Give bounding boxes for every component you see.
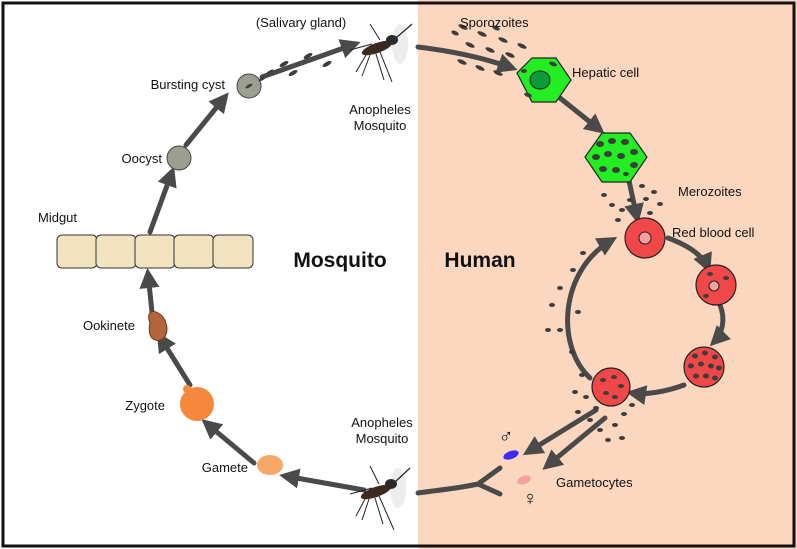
anopheles-top-label: Anopheles [349, 102, 411, 117]
arrow-rupture-to-rbc-loop [565, 236, 618, 381]
zygote [180, 387, 214, 421]
arrow-zygote-to-ookinete [156, 331, 193, 388]
mosquito-section-title: Mosquito [293, 249, 386, 272]
oocyst [166, 145, 192, 171]
ookinete-label: Ookinete [83, 318, 135, 333]
cyst-sporozoites [245, 52, 332, 89]
arrow-ookinete-to-midgut [139, 268, 160, 315]
ookinete [148, 310, 168, 342]
gametocytes-label: Gametocytes [556, 475, 633, 490]
gamete [257, 455, 283, 475]
arrow-gamete-to-zygote [201, 419, 257, 466]
rbc-rupturing-merozoites [600, 375, 624, 399]
arrow-trophozoite-to-rupture [626, 382, 687, 406]
human-cycle-arrows [415, 44, 731, 497]
midgut [56, 234, 254, 269]
mosquito-cycle-arrows [139, 39, 367, 493]
rbc-trophozoite [708, 280, 720, 292]
hepatic-cell-sporozoites [521, 61, 557, 98]
rbc-schizont-merozoites [688, 350, 722, 381]
arrow-schizont-to-rbc [624, 173, 644, 224]
male-symbol: ♂ [499, 426, 514, 448]
male-gametocyte [503, 450, 519, 460]
mosquito-background [0, 0, 418, 549]
mosquito-top-label: Mosquito [354, 118, 407, 133]
merozoites-label: Merozoites [678, 184, 742, 199]
salivary-gland-label: (Salivary gland) [256, 15, 346, 30]
human-background [418, 0, 797, 549]
rbc-ring-stage [638, 231, 652, 245]
rbc-ring-parasites [703, 272, 729, 298]
oocyst-label: Oocyst [122, 151, 163, 166]
arrow-to-female-gametocyte [542, 415, 608, 470]
schizont-merozoites [592, 138, 638, 176]
zygote-bud [183, 385, 191, 393]
red-blood-cell-label: Red blood cell [672, 225, 754, 240]
arrow-mosquito-to-hepatic [415, 44, 518, 73]
arrow-to-male-gametocyte [522, 407, 599, 456]
female-symbol: ♀ [523, 488, 538, 510]
arrow-midgut-to-oocyst [147, 166, 177, 235]
sporozoites-label: Sporozoites [460, 15, 529, 30]
mosquito-bottom-label: Mosquito [356, 431, 409, 446]
arrow-gametocytes-to-mosquito [415, 465, 503, 497]
arrow-oocyst-to-cyst [183, 92, 229, 148]
rbc-rupturing [591, 367, 631, 407]
anopheles-bottom-label: Anopheles [351, 415, 413, 430]
arrow-mosquito-to-gamete [279, 468, 367, 493]
gamete-label: Gamete [202, 460, 248, 475]
sporozoites [451, 24, 527, 76]
human-section-title: Human [444, 249, 515, 272]
hepatic-cell-nucleus [529, 70, 551, 90]
free-merozoites [601, 184, 663, 222]
arrow-hepatic-to-schizont [557, 95, 605, 134]
arrow-ring-to-trophozoite [709, 302, 731, 347]
arrow-cyst-to-mosquito [259, 39, 361, 80]
mosquito-top-icon [349, 23, 413, 83]
hepatic-cell-label: Hepatic cell [572, 65, 639, 80]
zygote-label: Zygote [125, 398, 165, 413]
mosquito-bottom-icon [349, 465, 411, 531]
loop-merozoites [545, 251, 635, 442]
arrow-rbc-to-ring [665, 235, 712, 274]
female-gametocyte [517, 475, 531, 485]
midgut-label: Midgut [38, 210, 77, 225]
bursting-cyst-label: Bursting cyst [151, 77, 226, 92]
